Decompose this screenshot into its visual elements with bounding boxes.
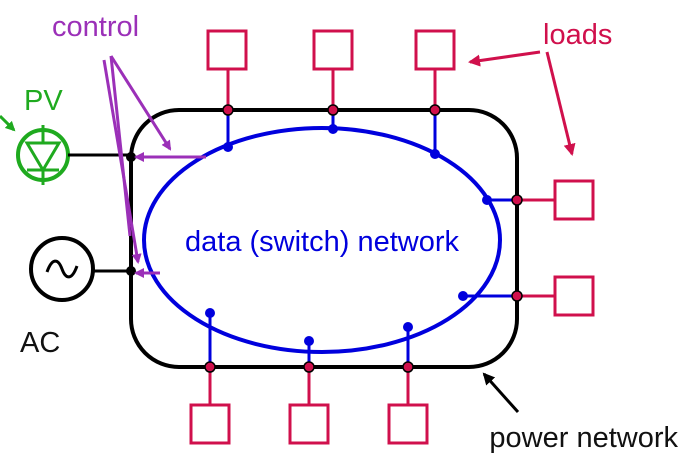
- pv-label: PV: [24, 85, 63, 117]
- power-network-label: power network: [489, 422, 678, 454]
- right-loads: [517, 179, 595, 317]
- ac-label: AC: [20, 327, 60, 359]
- pv-junction: [126, 152, 136, 162]
- load-box-icon: [553, 179, 595, 221]
- load-box-icon: [312, 29, 354, 71]
- power-junctions: [204, 104, 523, 373]
- data-network-loop: [142, 126, 502, 354]
- control-label: control: [52, 11, 139, 43]
- load-box-icon: [387, 403, 429, 445]
- load-arrows: [468, 50, 576, 156]
- top-loads: [206, 29, 456, 110]
- ac-junction: [126, 266, 136, 276]
- data-network-label: data (switch) network: [185, 226, 459, 258]
- loads-label: loads: [543, 19, 612, 51]
- power-network-loop: [129, 108, 519, 369]
- photodiode-icon: [16, 125, 70, 185]
- bottom-loads: [189, 367, 429, 445]
- load-box-icon: [206, 29, 248, 71]
- ac-source-icon: [29, 236, 95, 302]
- power-network-arrow: [482, 372, 520, 414]
- load-box-icon: [414, 29, 456, 71]
- light-arrow: [0, 114, 16, 132]
- load-box-icon: [189, 403, 231, 445]
- load-box-icon: [288, 403, 330, 445]
- data-nodes: [205, 124, 492, 346]
- load-box-icon: [553, 275, 595, 317]
- control-arrows: [102, 55, 206, 278]
